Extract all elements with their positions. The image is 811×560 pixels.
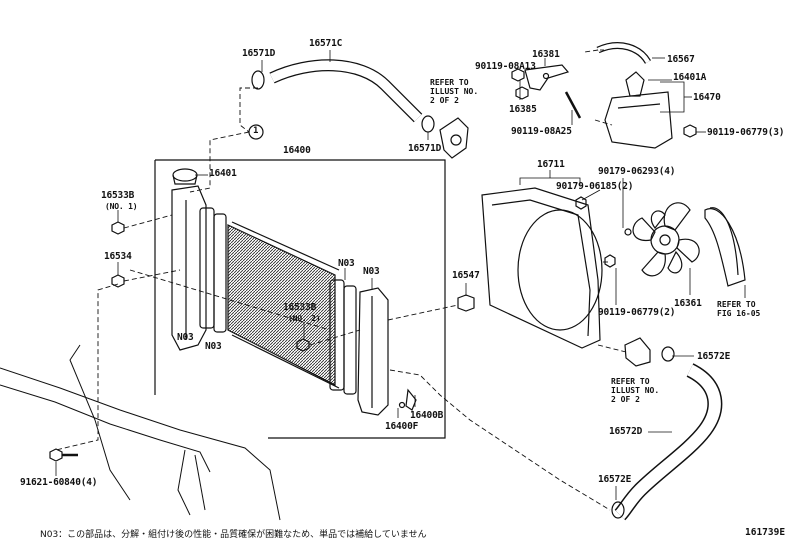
refer-note-bottom-line1: REFER TO: [611, 377, 650, 386]
hose-clamp-top: [252, 71, 264, 89]
label-16567: 16567: [667, 54, 695, 65]
car-body-outline: [0, 345, 280, 520]
refer-note-top-line3: 2 OF 2: [430, 96, 459, 105]
label-16533B-no2: 16533B: [283, 302, 317, 313]
label-16381: 16381: [532, 49, 560, 60]
label-16400: 16400: [283, 145, 311, 156]
radiator-right-tank: [358, 288, 388, 415]
label-91621-60840: 91621-60840(4): [20, 477, 98, 488]
label-16572E-bottom: 16572E: [598, 474, 632, 485]
label-16533B-no1-sub: (NO. 1): [105, 202, 138, 211]
label-16711: 16711: [537, 159, 565, 170]
label-16400B: 16400B: [410, 410, 444, 421]
label-90179-06185: 90179-06185(2): [556, 181, 634, 192]
refer-note-bottom: REFER TO ILLUST NO. 2 OF 2: [611, 377, 659, 404]
label-16400F: 16400F: [385, 421, 419, 432]
label-90179-06293: 90179-06293(4): [598, 166, 676, 177]
refer-note-bottom-line2: ILLUST NO.: [611, 386, 660, 395]
label-n03-c: N03: [338, 258, 355, 269]
radiator-left-tank: [172, 186, 206, 350]
label-16571D-top: 16571D: [242, 48, 276, 59]
refer-note-fig-line2: FIG 16-05: [717, 309, 761, 318]
label-n03-b: N03: [205, 341, 222, 352]
refer-note-fig: REFER TO FIG 16-05: [717, 300, 760, 318]
water-outlet: [440, 118, 468, 158]
assembly-frame: [155, 160, 445, 438]
label-90119-08A13: 90119-08A13: [475, 61, 536, 72]
fan-shroud: [482, 188, 600, 348]
circle-label-1a: 1: [253, 126, 259, 136]
refer-note-top: REFER TO ILLUST NO. 2 OF 2: [430, 78, 478, 105]
label-16385: 16385: [509, 104, 537, 115]
refer-note-top-line2: ILLUST NO.: [430, 87, 479, 96]
label-16470: 16470: [693, 92, 721, 103]
cooling-fan: [633, 203, 699, 276]
illustration-code: 161739E: [745, 527, 786, 538]
label-16571C: 16571C: [309, 38, 343, 49]
label-90119-06779-2: 90119-06779(2): [598, 307, 676, 318]
refer-note-fig-line1: REFER TO: [717, 300, 756, 309]
reservoir-tank: [605, 92, 672, 148]
label-90119-06779-3: 90119-06779(3): [707, 127, 785, 138]
footer-note: N03：この部品は、分解・組付け後の性能・品質確保が困難なため、単品では補給して…: [40, 530, 427, 540]
refer-note-top-line1: REFER TO: [430, 78, 469, 87]
label-16572D: 16572D: [609, 426, 643, 437]
label-16533B-no1: 16533B: [101, 190, 135, 201]
label-n03-d: N03: [363, 266, 380, 277]
radiator-cap: [173, 169, 197, 181]
label-n03-a: N03: [177, 332, 194, 343]
label-90119-08A25: 90119-08A25: [511, 126, 572, 137]
hose-clamp-right: [422, 116, 434, 132]
label-16534: 16534: [104, 251, 132, 262]
label-16533B-no2-sub: (NO. 2): [288, 314, 321, 323]
fan-motor: [705, 209, 745, 286]
label-16571D-bottom: 16571D: [408, 143, 442, 154]
refer-note-bottom-line3: 2 OF 2: [611, 395, 640, 404]
label-16361: 16361: [674, 298, 702, 309]
radiator-core: [228, 225, 335, 385]
label-16401A: 16401A: [673, 72, 707, 83]
label-16547: 16547: [452, 270, 480, 281]
label-16572E-top: 16572E: [697, 351, 731, 362]
label-16401: 16401: [209, 168, 237, 179]
